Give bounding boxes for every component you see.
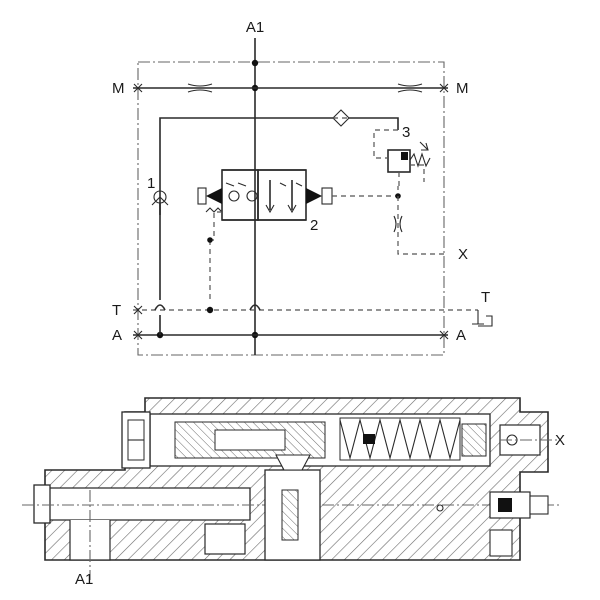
a1-bore	[44, 487, 251, 521]
section-view	[22, 397, 560, 580]
a1-plug	[33, 484, 51, 524]
port-label-a1: A1	[246, 19, 264, 36]
junction-dot	[206, 306, 214, 314]
filter-icon	[332, 109, 350, 127]
port-label-m-right: M	[456, 80, 469, 97]
orifice-icon	[397, 83, 423, 93]
spool-groove	[214, 429, 286, 451]
component-number-1: 1	[147, 175, 155, 192]
pilot-line	[349, 117, 399, 130]
pressure-valve-icon	[373, 129, 431, 186]
pressure-piston	[461, 423, 487, 457]
spring-icon	[339, 417, 461, 461]
block-outline	[137, 61, 445, 356]
plug	[489, 529, 513, 557]
check-valve-icon	[151, 190, 169, 215]
check-valve-poppet	[281, 489, 299, 541]
port-label-m-left: M	[112, 80, 125, 97]
junction-dot	[207, 237, 213, 243]
port-cross-icon	[133, 305, 449, 340]
port-cross-icon	[133, 83, 449, 93]
port-label-x-section: X	[555, 432, 565, 449]
drain-dash	[210, 211, 222, 241]
pilot-line	[159, 117, 333, 300]
component-number-2: 2	[310, 217, 318, 234]
component-number-3: 3	[402, 124, 410, 141]
pilot-dash	[332, 186, 399, 197]
plug	[204, 523, 246, 555]
tank-icon	[472, 310, 493, 327]
port-label-x: X	[458, 246, 468, 263]
directional-valve-icon	[197, 169, 333, 221]
pilot-spool-icon	[363, 434, 375, 444]
x-line	[397, 196, 448, 255]
schematic	[133, 38, 493, 356]
orifice-icon	[187, 83, 213, 93]
port-label-a-left: A	[112, 327, 122, 344]
port-label-a1-section: A1	[75, 571, 93, 588]
junction-dot	[251, 59, 259, 67]
port-label-a-right: A	[456, 327, 466, 344]
crossover-icon	[154, 304, 166, 311]
orifice-icon	[393, 215, 403, 233]
port-label-t-right: T	[481, 289, 490, 306]
port-label-t-left: T	[112, 302, 121, 319]
crossover-icon	[249, 304, 261, 311]
